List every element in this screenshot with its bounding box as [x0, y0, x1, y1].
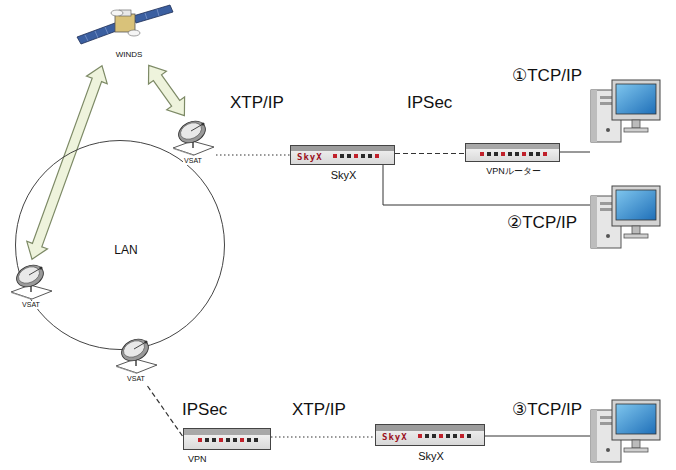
- vsat-label: VSAT: [183, 157, 203, 165]
- status-led: [425, 434, 429, 438]
- pc-icon: [591, 186, 660, 248]
- status-led: [453, 434, 457, 438]
- status-led: [467, 434, 471, 438]
- status-led: [501, 152, 505, 156]
- device-label: SkyX: [331, 169, 357, 182]
- status-led: [460, 434, 464, 438]
- status-led: [198, 438, 202, 442]
- pc-icon: [591, 80, 660, 142]
- satellite-link-arrow: [27, 66, 107, 259]
- satellite-link-arrow: [149, 65, 185, 115]
- pc-wires: [383, 152, 590, 436]
- vsat-dish-icon: [8, 262, 54, 300]
- protocol-label: XTP/IP: [290, 400, 348, 420]
- device-logo: SkyX: [297, 152, 323, 162]
- vsat-dish-icon: [170, 118, 216, 156]
- vsat-label: VSAT: [21, 301, 41, 309]
- protocol-label: IPSec: [180, 400, 229, 420]
- device-box: VPN: [183, 428, 271, 450]
- status-led: [219, 438, 223, 442]
- status-led: [508, 152, 512, 156]
- device-box: SkyXSkyX: [290, 145, 395, 165]
- status-led: [354, 154, 358, 158]
- status-led: [536, 152, 540, 156]
- device-label: VPN: [188, 454, 207, 464]
- ipsec-link-line: [148, 386, 184, 437]
- status-led: [487, 152, 491, 156]
- status-led: [543, 152, 547, 156]
- status-led: [439, 434, 443, 438]
- satellite-node: WINDS: [75, 3, 175, 63]
- status-led: [375, 154, 379, 158]
- status-led: [205, 438, 209, 442]
- protocol-label: ②TCP/IP: [505, 213, 579, 233]
- status-led: [418, 434, 422, 438]
- status-led: [361, 154, 365, 158]
- status-led: [529, 152, 533, 156]
- status-led: [233, 438, 237, 442]
- status-led: [340, 154, 344, 158]
- protocol-label: IPSec: [405, 93, 454, 113]
- protocol-label: ③TCP/IP: [510, 400, 584, 420]
- vsat-dish-icon: [113, 336, 159, 374]
- pc-icon: [591, 400, 660, 462]
- status-led: [515, 152, 519, 156]
- device-label: VPNルーター: [486, 166, 541, 176]
- protocol-label: XTP/IP: [228, 93, 286, 113]
- vsat-label: VSAT: [126, 375, 146, 383]
- status-led: [368, 154, 372, 158]
- device-label: SkyX: [418, 450, 444, 463]
- satellite-icon: [75, 3, 175, 47]
- satellite-name: WINDS: [116, 50, 143, 59]
- status-led: [347, 154, 351, 158]
- xtp-link-line: [216, 154, 290, 155]
- status-led: [240, 438, 244, 442]
- status-led: [226, 438, 230, 442]
- lan-circle: LAN: [15, 140, 225, 350]
- ipsec-link-line: [395, 153, 465, 154]
- status-led: [432, 434, 436, 438]
- device-box: SkyXSkyX: [375, 424, 485, 446]
- status-led: [254, 438, 258, 442]
- status-led: [480, 152, 484, 156]
- vsat-node: VSAT: [8, 262, 54, 312]
- status-led: [247, 438, 251, 442]
- vsat-node: VSAT: [113, 336, 159, 386]
- protocol-label: ①TCP/IP: [510, 66, 584, 86]
- device-logo: SkyX: [382, 432, 408, 442]
- status-led: [333, 154, 337, 158]
- vsat-node: VSAT: [170, 118, 216, 168]
- xtp-link-line: [271, 436, 375, 437]
- status-led: [212, 438, 216, 442]
- device-box: VPNルーター: [465, 143, 560, 162]
- status-led: [522, 152, 526, 156]
- lan-label: LAN: [114, 244, 137, 258]
- status-led: [494, 152, 498, 156]
- status-led: [446, 434, 450, 438]
